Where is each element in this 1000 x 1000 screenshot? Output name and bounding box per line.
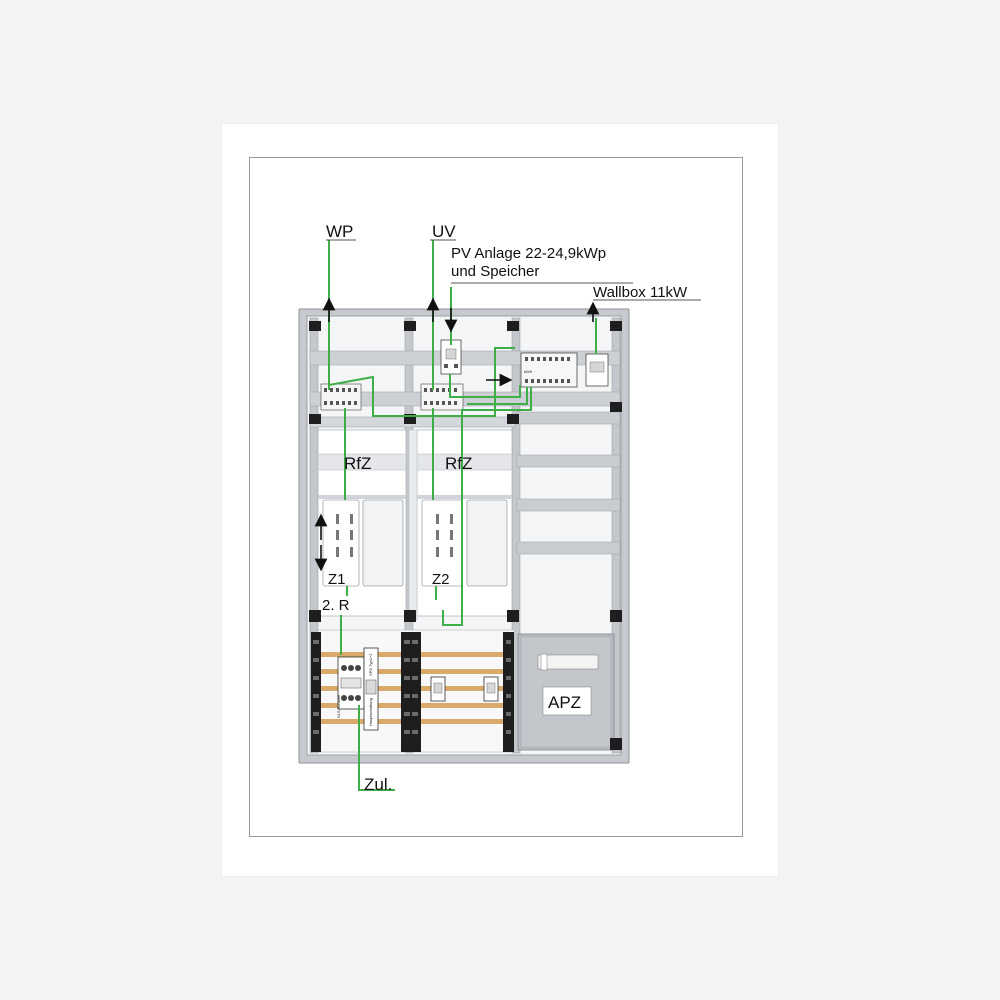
busbar-devices	[430, 676, 499, 702]
top-terminal-block-left	[320, 383, 362, 411]
wallbox-label: Wallbox 11kW	[593, 284, 688, 301]
kwh-label: kWh	[524, 369, 532, 374]
apz-panel	[517, 633, 615, 751]
rfz-right-label: RfZ	[445, 454, 472, 473]
z1-label: Z1	[328, 571, 346, 588]
pv-label-line2: und Speicher	[451, 263, 539, 280]
uv-label: UV	[432, 222, 456, 241]
second-room-label: 2. R	[322, 597, 350, 614]
spd-label: SPD Typ1+2	[368, 653, 373, 676]
mounting-blocks	[309, 321, 622, 750]
z2-label: Z2	[432, 571, 450, 588]
leader-lines	[326, 239, 701, 301]
busbar-terminal-columns	[311, 632, 514, 752]
rfz-left-label: RfZ	[344, 454, 371, 473]
din-rails-right	[516, 411, 621, 555]
wp-label: WP	[326, 222, 353, 241]
pv-label-line1: PV Anlage 22-24,9kWp	[451, 245, 606, 262]
apz-label: APZ	[548, 693, 581, 712]
kwh-meter: kWh	[520, 352, 578, 388]
main-switch-devices: SLS-Schalter SPD Typ1+2 Hauptschaltung	[336, 647, 379, 731]
arrows	[314, 297, 600, 572]
meter-field-right	[416, 429, 513, 617]
zul-label: Zul.	[364, 775, 392, 794]
pv-breaker	[440, 339, 462, 375]
meter-field-left	[317, 429, 407, 617]
main-switch-label: Hauptschaltung	[368, 698, 373, 726]
meter-separator	[408, 429, 418, 621]
wallbox-breaker	[585, 353, 609, 387]
sls-label: SLS-Schalter	[336, 694, 341, 718]
drawing-frame	[249, 157, 743, 837]
